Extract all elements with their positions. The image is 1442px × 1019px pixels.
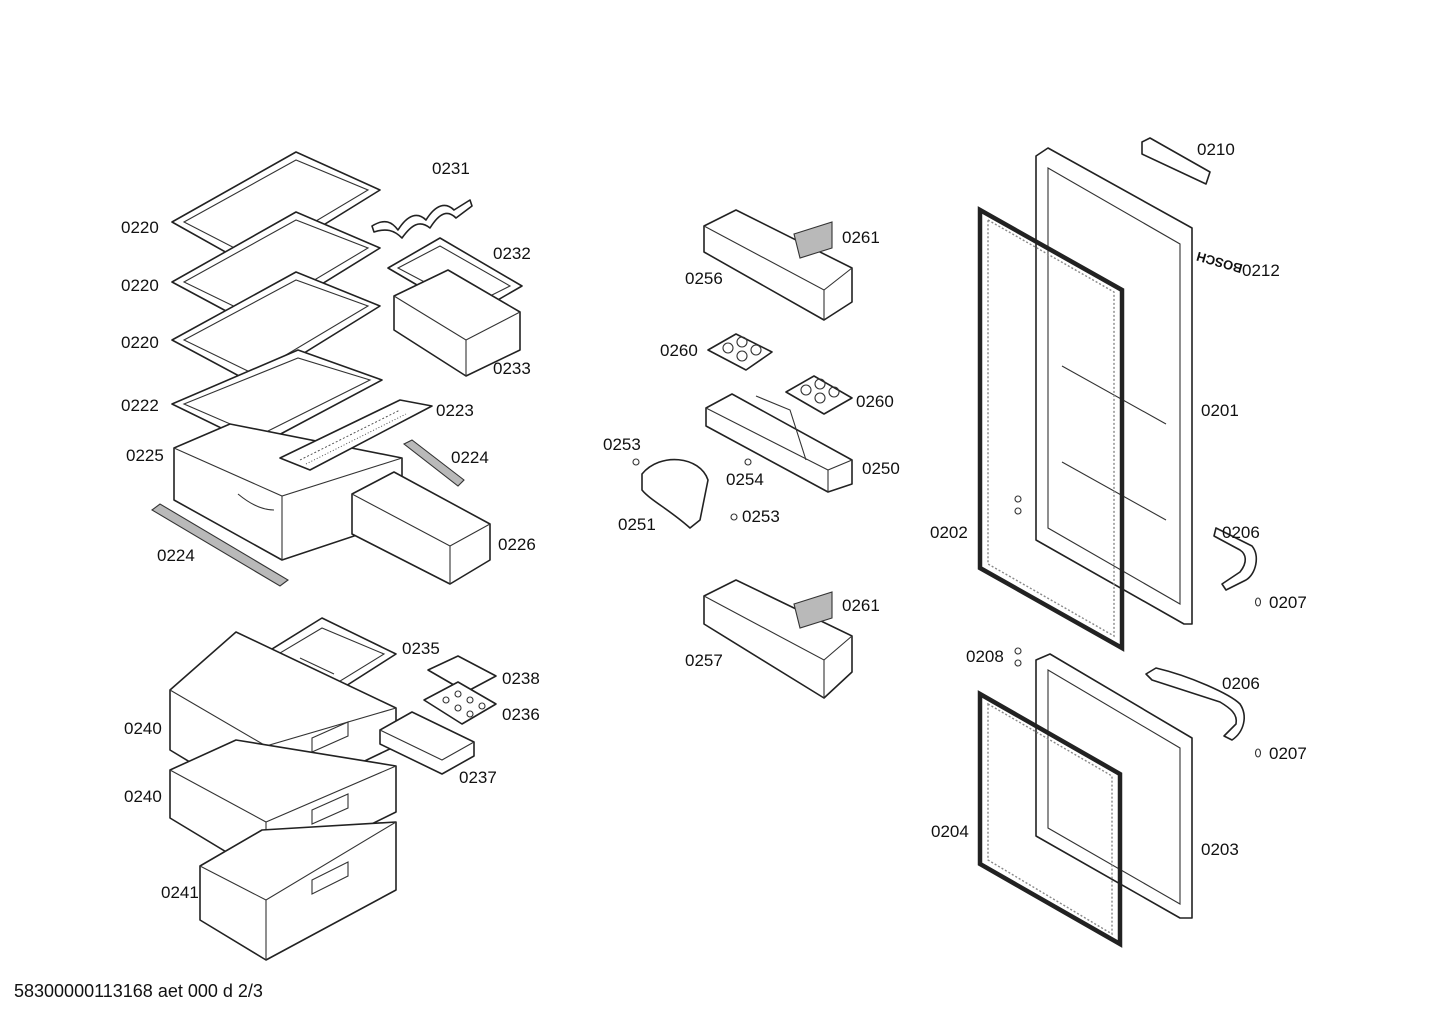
label-0225: 0225 (126, 446, 164, 465)
label-0261-bottom: 0261 (842, 596, 880, 615)
label-0220-lower: 0220 (121, 333, 159, 352)
label-0212: 0212 (1242, 261, 1280, 280)
label-0237: 0237 (459, 768, 497, 787)
label-0254: 0254 (726, 470, 764, 489)
rail-0224-right (402, 439, 465, 487)
label-0203: 0203 (1201, 840, 1239, 859)
label-0231: 0231 (432, 159, 470, 178)
label-0238: 0238 (502, 669, 540, 688)
drawer-0233 (393, 269, 521, 377)
brand-logo: BOSCH (1194, 248, 1245, 277)
hinge-0206-upper (1213, 527, 1258, 591)
label-0241: 0241 (161, 883, 199, 902)
label-0202: 0202 (930, 523, 968, 542)
cold-pack-0237 (379, 711, 475, 775)
bottle-rack-0231 (371, 199, 473, 239)
label-0261-top: 0261 (842, 228, 880, 247)
label-0224-right: 0224 (451, 448, 489, 467)
label-0233: 0233 (493, 359, 531, 378)
hinged-flap-0251 (641, 458, 709, 529)
label-0201: 0201 (1201, 401, 1239, 420)
label-0208: 0208 (966, 647, 1004, 666)
label-0256: 0256 (685, 269, 723, 288)
label-0260-left: 0260 (660, 341, 698, 360)
ice-cube-tray-0236 (423, 681, 497, 725)
upper-door-gasket-0202 (977, 206, 1125, 652)
label-0235: 0235 (402, 639, 440, 658)
drawing-number: 58300000113168 aet 000 d 2/3 (14, 981, 263, 1001)
label-0220-middle: 0220 (121, 276, 159, 295)
label-0206-upper: 0206 (1222, 523, 1260, 542)
rail-0224-left (151, 503, 289, 587)
handle-0210 (1141, 137, 1211, 185)
hinge-0206-lower (1145, 667, 1245, 741)
cap-0207-upper (1254, 597, 1262, 607)
egg-shelf-0250 (705, 393, 853, 493)
lower-door-0203 (1035, 653, 1193, 919)
label-0207-lower: 0207 (1269, 744, 1307, 763)
label-0251: 0251 (618, 515, 656, 534)
label-0226: 0226 (498, 535, 536, 554)
glass-shelf-0220-lower (171, 271, 381, 385)
door-shelf-0257 (703, 579, 853, 699)
vegetable-bin-0225 (173, 423, 403, 561)
lower-door-gasket-0204 (977, 690, 1123, 948)
label-0210: 0210 (1197, 140, 1235, 159)
cover-plate-0223 (279, 399, 433, 471)
label-0253-upper: 0253 (603, 435, 641, 454)
screws-0208 (1014, 495, 1022, 667)
label-0204: 0204 (931, 822, 969, 841)
label-0232: 0232 (493, 244, 531, 263)
label-0206-lower: 0206 (1222, 674, 1260, 693)
label-0236: 0236 (502, 705, 540, 724)
egg-tray-0260-right (785, 375, 853, 415)
label-0253-lower: 0253 (742, 507, 780, 526)
divider-0261-bottom (793, 591, 833, 629)
label-0260-right: 0260 (856, 392, 894, 411)
label-0240-bottom: 0240 (124, 787, 162, 806)
label-0250: 0250 (862, 459, 900, 478)
bin-0226 (351, 471, 491, 585)
pin-0253-upper (632, 458, 640, 466)
screw-0254 (744, 458, 752, 466)
label-0207-upper: 0207 (1269, 593, 1307, 612)
label-0220-top: 0220 (121, 218, 159, 237)
label-0223: 0223 (436, 401, 474, 420)
label-0240-top: 0240 (124, 719, 162, 738)
door-shelf-0256 (703, 209, 853, 321)
pin-0253-lower (730, 513, 738, 521)
label-0224-left: 0224 (157, 546, 195, 565)
label-0222: 0222 (121, 396, 159, 415)
label-0257: 0257 (685, 651, 723, 670)
divider-0261-top (793, 221, 833, 259)
egg-tray-0260-left (707, 333, 773, 371)
freezer-drawer-0241 (199, 821, 397, 961)
cap-0207-lower (1254, 748, 1262, 758)
